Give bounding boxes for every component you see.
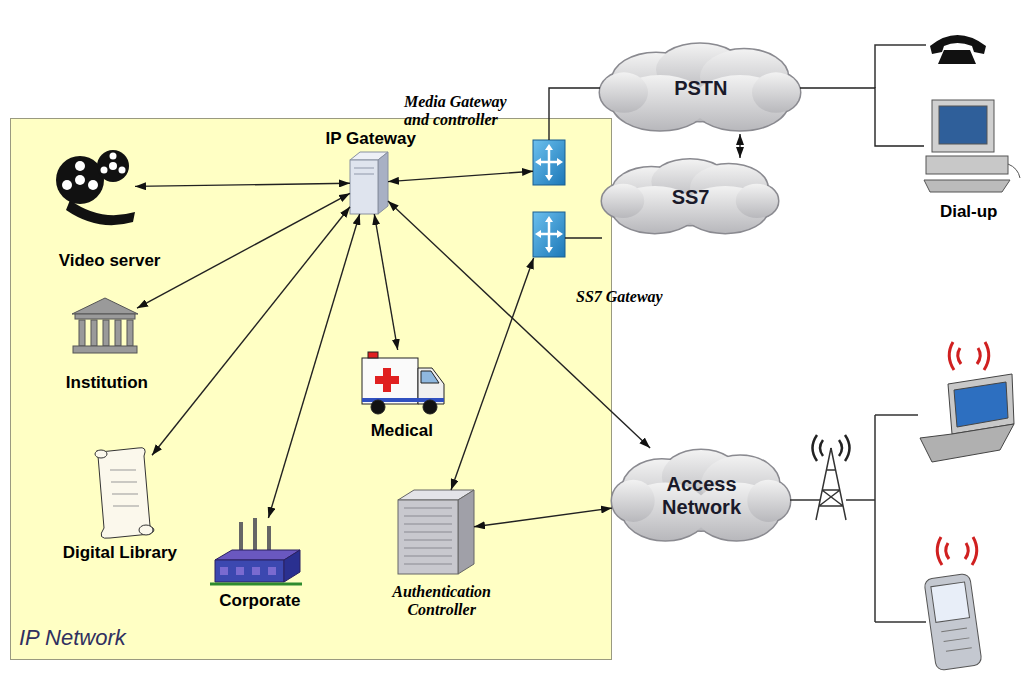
media-gateway-icon bbox=[533, 140, 565, 185]
computer-icon bbox=[924, 100, 1020, 192]
connector-arrow bbox=[800, 88, 924, 146]
server-cabinet-icon bbox=[398, 490, 474, 574]
connector-arrow bbox=[374, 214, 397, 350]
connector-arrow bbox=[474, 508, 612, 527]
connector-arrow bbox=[549, 88, 600, 140]
node-label: Dial-up bbox=[939, 202, 998, 222]
radio-tower-icon bbox=[813, 435, 850, 520]
region-label: IP Network bbox=[19, 625, 126, 651]
gateway-node: SS7 Gateway bbox=[533, 212, 663, 306]
node-label: Authentication Controller bbox=[392, 583, 492, 619]
wires bbox=[790, 45, 926, 622]
cloud-lobe bbox=[612, 480, 655, 522]
node-label: IP Gateway bbox=[325, 129, 417, 149]
connector-arrow bbox=[565, 237, 602, 238]
video-reel-icon bbox=[56, 150, 135, 225]
cloud-lobe bbox=[736, 184, 778, 218]
cloud-lobe bbox=[602, 184, 644, 218]
node-label: Digital Library bbox=[62, 543, 178, 563]
network-cloud: PSTN bbox=[600, 42, 800, 134]
connector-arrow bbox=[739, 134, 740, 158]
cloud-lobe bbox=[600, 72, 648, 112]
scroll-icon bbox=[95, 448, 154, 539]
cloud-label: PSTN bbox=[673, 77, 728, 100]
cloud-label: SS7 bbox=[671, 186, 710, 209]
cloud-label: Access Network bbox=[662, 473, 742, 519]
connector-arrow bbox=[268, 214, 359, 518]
ss7-gateway-icon bbox=[533, 212, 565, 257]
cloud-lobe bbox=[736, 184, 778, 218]
radio-waves bbox=[937, 342, 989, 565]
connector-arrow bbox=[388, 171, 533, 181]
network-cloud: SS7 bbox=[602, 158, 778, 236]
cloud-lobe bbox=[747, 480, 790, 522]
network-region: IP Network Video server IP GatewayInstitut… bbox=[10, 118, 612, 660]
node-label: Corporate bbox=[218, 591, 301, 611]
gateway-node: Media Gateway and controller bbox=[404, 93, 565, 185]
ambulance-icon bbox=[362, 352, 444, 414]
cloud-lobe bbox=[747, 480, 790, 522]
institution-building-icon bbox=[72, 298, 138, 353]
server-tower-icon bbox=[350, 152, 388, 214]
cloud-lobe bbox=[600, 72, 648, 112]
node-label: Institution bbox=[65, 373, 149, 393]
mobile-phone-icon bbox=[924, 573, 982, 671]
laptop-icon bbox=[920, 374, 1014, 462]
node-label: Video server bbox=[58, 251, 161, 271]
cloud-lobe bbox=[612, 480, 655, 522]
connector-arrow bbox=[152, 207, 350, 455]
cloud-lobe bbox=[752, 72, 800, 112]
telephone-icon bbox=[930, 35, 986, 64]
connector-arrow bbox=[137, 193, 350, 308]
icon-node: Dial-up bbox=[924, 100, 1014, 222]
factory-icon bbox=[210, 518, 302, 584]
node-label: Media Gateway and controller bbox=[404, 93, 532, 129]
cloud-lobe bbox=[752, 72, 800, 112]
network-cloud: Access Network bbox=[612, 448, 790, 544]
cloud-lobe bbox=[602, 184, 644, 218]
connector-arrow bbox=[388, 201, 650, 448]
node-label: SS7 Gateway bbox=[576, 288, 663, 306]
connector-arrow bbox=[135, 183, 350, 186]
connector-arrow bbox=[451, 258, 534, 490]
node-label: Medical bbox=[370, 421, 434, 441]
